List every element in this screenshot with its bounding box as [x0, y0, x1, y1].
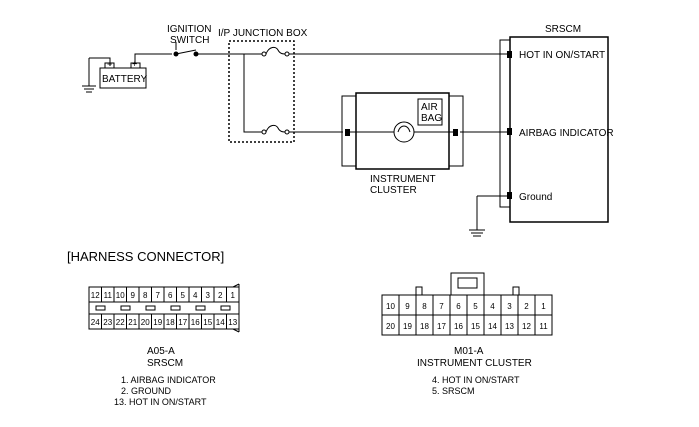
m01-pin-3: 3	[507, 302, 512, 311]
srscm-label: SRSCM	[545, 24, 581, 35]
a05-pin-1: 1	[231, 291, 236, 300]
a05-slot	[145, 305, 156, 311]
ignition-switch-label-line2: SWITCH	[170, 35, 209, 46]
a05-pin-7: 7	[156, 291, 161, 300]
a05-pin-14: 14	[216, 318, 225, 327]
pin-ground-label: Ground	[519, 192, 552, 203]
a05-pin-4: 4	[193, 291, 198, 300]
a05-slot	[170, 305, 181, 311]
srscm-module: SRSCM HOT IN ON/START AIRBAG INDICATOR G…	[499, 24, 614, 223]
a05-pin-9: 9	[131, 291, 136, 300]
a05-slot	[195, 305, 206, 311]
a05-slot	[120, 305, 131, 311]
cluster-label-line2: CLUSTER	[370, 185, 417, 196]
ip-junction-box: I/P JUNCTION BOX	[218, 28, 308, 143]
m01-pin-2: 2	[524, 302, 529, 311]
battery: − + BATTERY	[82, 53, 172, 93]
a05-pin-15: 15	[203, 318, 212, 327]
pin-hot-in-label: HOT IN ON/START	[519, 50, 605, 61]
a05-pin-20: 20	[141, 318, 150, 327]
ignition-switch: IGNITION SWITCH	[167, 24, 262, 57]
m01-pin-13: 13	[505, 322, 514, 331]
battery-minus-sign: −	[107, 59, 112, 69]
a05-pin-24: 24	[91, 318, 100, 327]
m01-pin-15: 15	[471, 322, 480, 331]
m01-code: M01-A	[454, 346, 484, 357]
a05-pin-5: 5	[181, 291, 186, 300]
battery-plus-sign: +	[132, 59, 137, 69]
a05-pin-2: 2	[218, 291, 223, 300]
a05-pin-8: 8	[143, 291, 148, 300]
instrument-cluster: AIR BAG INSTRUMENT CLUSTER	[341, 92, 464, 196]
m01-pin-9: 9	[405, 302, 410, 311]
m01-pin-18: 18	[420, 322, 429, 331]
a05-note-2: 2. GROUND	[121, 386, 172, 396]
a05-name: SRSCM	[147, 358, 183, 369]
a05-pin-19: 19	[153, 318, 162, 327]
cluster-connector-left	[345, 129, 350, 136]
a05-pin-21: 21	[128, 318, 137, 327]
a05-pin-23: 23	[103, 318, 112, 327]
a05-pin-12: 12	[91, 291, 100, 300]
a05-pin-22: 22	[116, 318, 125, 327]
m01-name: INSTRUMENT CLUSTER	[417, 358, 532, 369]
m01-pin-11: 11	[539, 322, 548, 331]
a05-pin-11: 11	[104, 291, 113, 300]
m01-pin-20: 20	[386, 322, 395, 331]
a05-pin-6: 6	[168, 291, 173, 300]
junction-box-label: I/P JUNCTION BOX	[218, 28, 308, 39]
ground-symbol	[469, 229, 485, 237]
air-bag-label-line1: AIR	[421, 102, 438, 113]
a05-pin-16: 16	[191, 318, 200, 327]
cluster-label-line1: INSTRUMENT	[370, 174, 436, 185]
a05-pin-18: 18	[166, 318, 175, 327]
m01-pin-12: 12	[522, 322, 531, 331]
m01-pin-19: 19	[403, 322, 412, 331]
a05-pin-13: 13	[228, 318, 237, 327]
a05-code: A05-A	[147, 346, 175, 357]
m01-pin-4: 4	[490, 302, 495, 311]
airbag-lamp-icon	[393, 121, 415, 143]
a05-pin-3: 3	[206, 291, 211, 300]
ignition-switch-label-line1: IGNITION	[167, 24, 211, 35]
cluster-connector-right	[453, 129, 458, 136]
a05-pin-17: 17	[178, 318, 187, 327]
pin-airbag-indicator-label: AIRBAG INDICATOR	[519, 128, 614, 139]
m01-pin-14: 14	[488, 322, 497, 331]
m01-pin-7: 7	[439, 302, 444, 311]
m01-pin-17: 17	[437, 322, 446, 331]
a05-pin-10: 10	[116, 291, 125, 300]
m01-pin-5: 5	[473, 302, 478, 311]
a05-note-3: 13. HOT IN ON/START	[114, 397, 207, 407]
m01-note-1: 4. HOT IN ON/START	[432, 375, 520, 385]
a05-note-1: 1. AIRBAG INDICATOR	[121, 375, 216, 385]
air-bag-label-line2: BAG	[421, 113, 442, 124]
m01-pin-1: 1	[541, 302, 546, 311]
m01-pin-10: 10	[386, 302, 395, 311]
m01-pin-6: 6	[456, 302, 461, 311]
m01-pin-8: 8	[422, 302, 427, 311]
battery-label: BATTERY	[102, 74, 148, 85]
a05-slot	[95, 305, 106, 311]
harness-connector-header: [HARNESS CONNECTOR]	[67, 249, 224, 264]
a05-slot	[220, 305, 231, 311]
m01-note-2: 5. SRSCM	[432, 386, 475, 396]
m01-pin-16: 16	[454, 322, 463, 331]
